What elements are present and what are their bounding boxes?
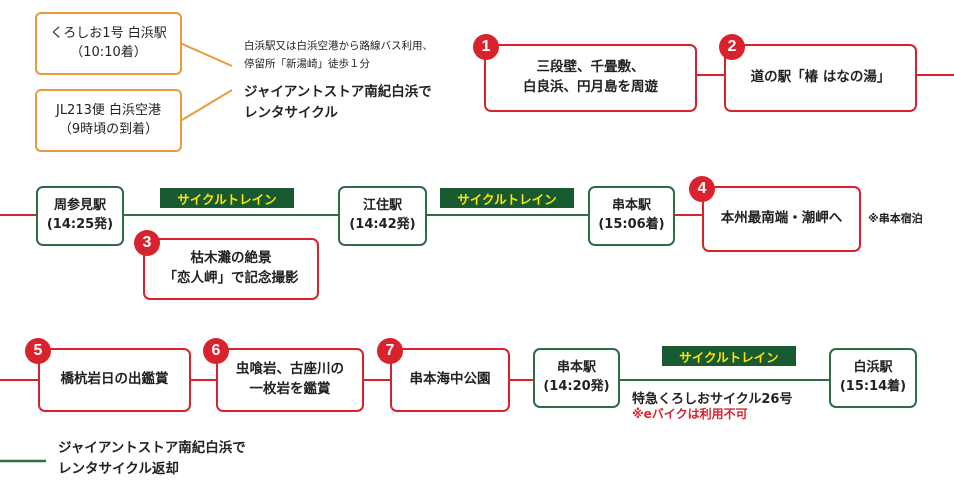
cycle-train-label-1: サイクルトレイン <box>160 188 294 208</box>
spot-4-line1: 本州最南端・潮岬へ <box>720 210 843 227</box>
spot-1-line1: 三段壁、千畳敷、 <box>536 59 645 76</box>
station-kushimoto-arrive: 串本駅 (15:06着) <box>588 186 675 246</box>
station-susami: 周参見駅 (14:25発) <box>36 186 124 246</box>
spot-5-badge: 5 <box>25 338 51 364</box>
station-susami-name: 周参見駅 <box>53 198 106 214</box>
rental-note-line2: レンタサイクル <box>244 104 338 121</box>
origin-1-line2: （10:10着） <box>70 44 147 60</box>
spot-5-box: 橋杭岩日の出鑑賞 <box>38 348 191 412</box>
station-kushimoto-depart-name: 串本駅 <box>556 360 596 376</box>
spot-6-box: 虫喰岩、古座川の 一枚岩を鑑賞 <box>216 348 364 412</box>
spot-4-badge: 4 <box>689 176 715 202</box>
spot-3-line1: 枯木灘の絶景 <box>190 250 272 267</box>
cycle-train-label-2: サイクルトレイン <box>440 188 574 208</box>
spot-1-line2: 白良浜、円月島を周遊 <box>523 79 658 95</box>
return-note: ジャイアントストア南紀白浜で レンタサイクル返却 <box>58 438 246 480</box>
spot-3-box: 枯木灘の絶景 「恋人岬」で記念撮影 <box>143 238 319 300</box>
station-shirahama-arrive-time: (15:14着) <box>839 379 907 394</box>
spot-5-line1: 橋杭岩日の出鑑賞 <box>60 371 169 388</box>
station-kushimoto-arrive-time: (15:06着) <box>598 217 665 232</box>
ebike-note: ※eバイクは利用不可 <box>632 407 748 421</box>
rental-note: ジャイアントストア南紀白浜で レンタサイクル <box>244 82 432 124</box>
spot-2-badge: 2 <box>719 34 745 60</box>
spot-3-badge: 3 <box>134 230 160 256</box>
station-shirahama-arrive-name: 白浜駅 <box>853 360 893 376</box>
station-esumi-name: 江住駅 <box>362 198 402 214</box>
spot-6-line2: 一枚岩を鑑賞 <box>249 381 331 397</box>
spot-7-box: 串本海中公園 <box>390 348 510 412</box>
rental-note-line1: ジャイアントストア南紀白浜で <box>244 84 432 100</box>
cycle-train-label-3: サイクルトレイン <box>662 346 796 366</box>
station-shirahama-arrive: 白浜駅 (15:14着) <box>829 348 917 408</box>
spot-2-box: 道の駅「椿 はなの湯」 <box>724 44 917 112</box>
station-esumi-time: (14:42発) <box>349 217 416 232</box>
origin-2-line1: JL213便 白浜空港 <box>55 102 162 118</box>
station-susami-time: (14:25発) <box>46 217 114 232</box>
origin-shirahama-station: くろしお1号 白浜駅 （10:10着） <box>35 12 182 75</box>
origin-1-line1: くろしお1号 白浜駅 <box>50 25 167 41</box>
station-kushimoto-depart: 串本駅 (14:20発) <box>533 348 620 408</box>
spot-3-line2: 「恋人岬」で記念撮影 <box>163 270 299 286</box>
station-kushimoto-arrive-name: 串本駅 <box>611 198 651 214</box>
spot-2-line1: 道の駅「椿 はなの湯」 <box>750 69 891 86</box>
spot-6-badge: 6 <box>203 338 229 364</box>
spot-1-badge: 1 <box>473 34 499 60</box>
bus-note-line1: 白浜駅又は白浜空港から路線バス利用、 <box>244 40 433 52</box>
return-note-line1: ジャイアントストア南紀白浜で <box>58 440 246 456</box>
limited-express-name: 特急くろしおサイクル26号 <box>632 392 793 407</box>
spot-7-line1: 串本海中公園 <box>409 371 491 388</box>
kushimoto-stay-note: ※串本宿泊 <box>868 212 923 225</box>
spot-4-box: 本州最南端・潮岬へ <box>702 186 861 252</box>
station-esumi: 江住駅 (14:42発) <box>338 186 427 246</box>
spot-7-badge: 7 <box>377 338 403 364</box>
bus-note-line2: 停留所「新湯崎」徒歩１分 <box>244 58 370 71</box>
station-kushimoto-depart-time: (14:20発) <box>543 379 610 394</box>
spot-1-box: 三段壁、千畳敷、 白良浜、円月島を周遊 <box>484 44 697 112</box>
return-note-line2: レンタサイクル返却 <box>58 460 179 477</box>
bus-note: 白浜駅又は白浜空港から路線バス利用、 停留所「新湯崎」徒歩１分 <box>244 37 433 74</box>
origin-2-line2: （9時頃の到着） <box>58 121 159 137</box>
origin-shirahama-airport: JL213便 白浜空港 （9時頃の到着） <box>35 89 182 152</box>
spot-6-line1: 虫喰岩、古座川の <box>236 361 344 378</box>
